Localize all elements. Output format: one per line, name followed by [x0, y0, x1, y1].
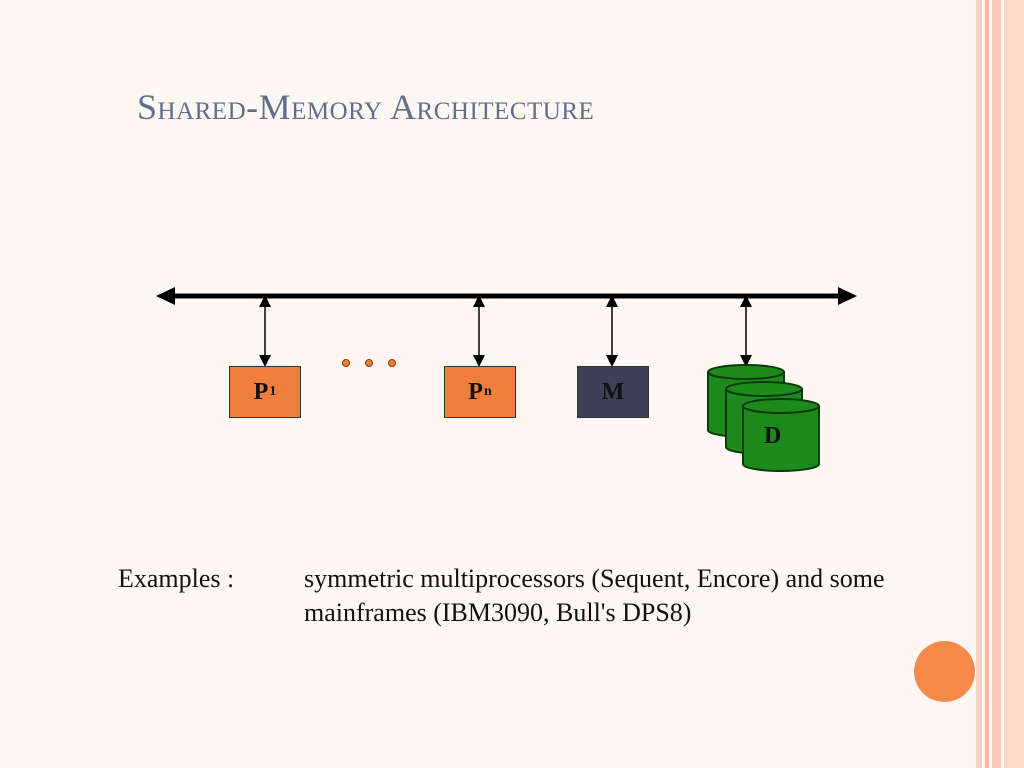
examples-label: Examples : — [118, 564, 235, 593]
memory-box: M — [577, 366, 649, 418]
examples-text: symmetric multiprocessors (Sequent, Enco… — [304, 564, 885, 627]
processor-1-letter: P — [253, 378, 269, 405]
disk-stack — [707, 364, 820, 472]
ellipsis-dots — [342, 359, 396, 367]
slide-title: Shared-Memory Architecture — [137, 87, 595, 127]
processor-n-letter: P — [468, 378, 483, 405]
disk-label: D — [764, 423, 782, 449]
accent-circle — [914, 641, 975, 702]
memory-label: M — [601, 378, 625, 405]
right-border-stripes — [976, 0, 1024, 768]
shared-bus — [156, 287, 857, 305]
